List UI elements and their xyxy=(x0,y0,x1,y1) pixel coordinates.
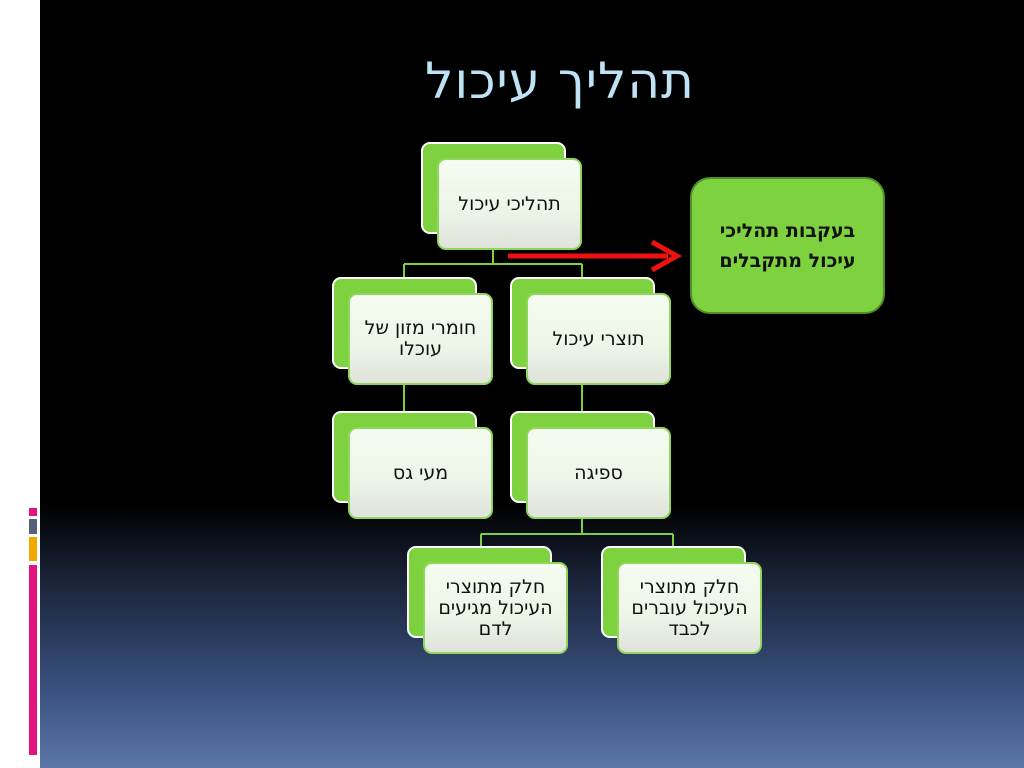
deco-bar-white xyxy=(0,0,40,506)
result-note-box: בעקבות תהליכי עיכול מתקבלים xyxy=(690,177,885,314)
node-label: ספיגה xyxy=(526,427,671,519)
red-arrow-head xyxy=(650,239,683,273)
deco-bar-orange xyxy=(29,537,37,561)
deco-bar-pink-long xyxy=(29,565,37,755)
node-label: תוצרי עיכול xyxy=(526,293,671,385)
node-label: תהליכי עיכול xyxy=(437,158,582,250)
node-label: מעי גס xyxy=(348,427,493,519)
node-label: חומרי מזון של עוכלו xyxy=(348,293,493,385)
red-arrow xyxy=(508,239,683,273)
node-label: חלק מתוצרי העיכול מגיעים לדם xyxy=(423,562,568,654)
slide-title: תהליך עיכול xyxy=(425,52,695,110)
deco-bar-pink-small xyxy=(29,508,37,516)
deco-bar-gray xyxy=(29,519,37,534)
node-label: חלק מתוצרי העיכול עוברים לכבד xyxy=(617,562,762,654)
